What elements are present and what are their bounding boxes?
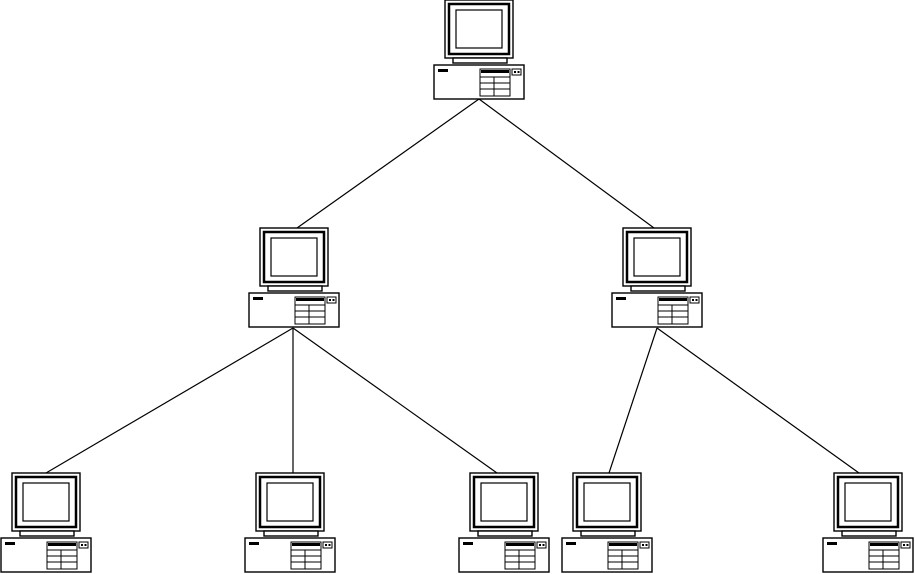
indicator-light [645, 544, 648, 546]
power-slot [463, 542, 473, 545]
monitor-screen [480, 482, 528, 522]
indicator-box [326, 296, 337, 304]
indicator-light [328, 544, 331, 546]
indicator-light [903, 544, 905, 546]
power-slot [5, 542, 15, 545]
power-slot [253, 297, 263, 300]
monitor-stand [841, 530, 897, 537]
monitor-stand [452, 57, 508, 64]
power-slot [438, 69, 448, 72]
indicator-light [81, 544, 83, 546]
monitor-stand [267, 285, 323, 292]
drive-slot [506, 543, 534, 546]
indicator-light [332, 299, 335, 301]
monitor-stand [477, 530, 533, 537]
indicator-light [325, 544, 327, 546]
indicator-light [329, 299, 331, 301]
indicator-light [695, 299, 698, 301]
indicator-light [692, 299, 694, 301]
indicator-box [78, 541, 89, 549]
indicator-box [536, 541, 547, 549]
monitor-screen [583, 482, 631, 522]
power-slot [827, 542, 837, 545]
monitor-stand [19, 530, 75, 537]
drive-slot [481, 70, 509, 73]
monitor-screen [270, 237, 318, 277]
indicator-box [639, 541, 650, 549]
drive-slot [870, 543, 898, 546]
computer-node-leaf-1 [0, 472, 92, 573]
monitor-screen [844, 482, 892, 522]
indicator-light [517, 71, 520, 73]
link-mid-left-to-leaf-1 [45, 327, 294, 474]
monitor-screen [455, 9, 503, 49]
drive-slot [659, 298, 687, 301]
monitor-stand [263, 530, 319, 537]
indicator-light [514, 71, 516, 73]
computer-node-root [433, 0, 525, 100]
computer-node-leaf-3 [458, 472, 550, 573]
monitor-screen [266, 482, 314, 522]
indicator-box [689, 296, 700, 304]
drive-slot [292, 543, 320, 546]
indicator-light [539, 544, 541, 546]
computer-node-leaf-5 [822, 472, 914, 573]
power-slot [566, 542, 576, 545]
monitor-stand [580, 530, 636, 537]
monitor-stand [630, 285, 686, 292]
computer-node-leaf-2 [244, 472, 336, 573]
network-links [45, 98, 860, 474]
indicator-light [542, 544, 545, 546]
monitor-screen [22, 482, 70, 522]
indicator-box [511, 68, 522, 76]
link-root-to-mid-right [478, 98, 655, 229]
link-root-to-mid-left [296, 98, 480, 229]
link-mid-left-to-leaf-3 [292, 327, 498, 474]
link-mid-right-to-leaf-4 [608, 327, 658, 474]
indicator-box [322, 541, 333, 549]
indicator-light [84, 544, 87, 546]
indicator-light [642, 544, 644, 546]
drive-slot [296, 298, 324, 301]
computer-node-mid-left [248, 227, 340, 328]
drive-slot [48, 543, 76, 546]
indicator-box [900, 541, 911, 549]
computer-node-leaf-4 [561, 472, 653, 573]
power-slot [616, 297, 626, 300]
power-slot [249, 542, 259, 545]
monitor-screen [633, 237, 681, 277]
link-mid-right-to-leaf-5 [656, 327, 860, 474]
indicator-light [906, 544, 909, 546]
computer-node-mid-right [611, 227, 703, 328]
drive-slot [609, 543, 637, 546]
